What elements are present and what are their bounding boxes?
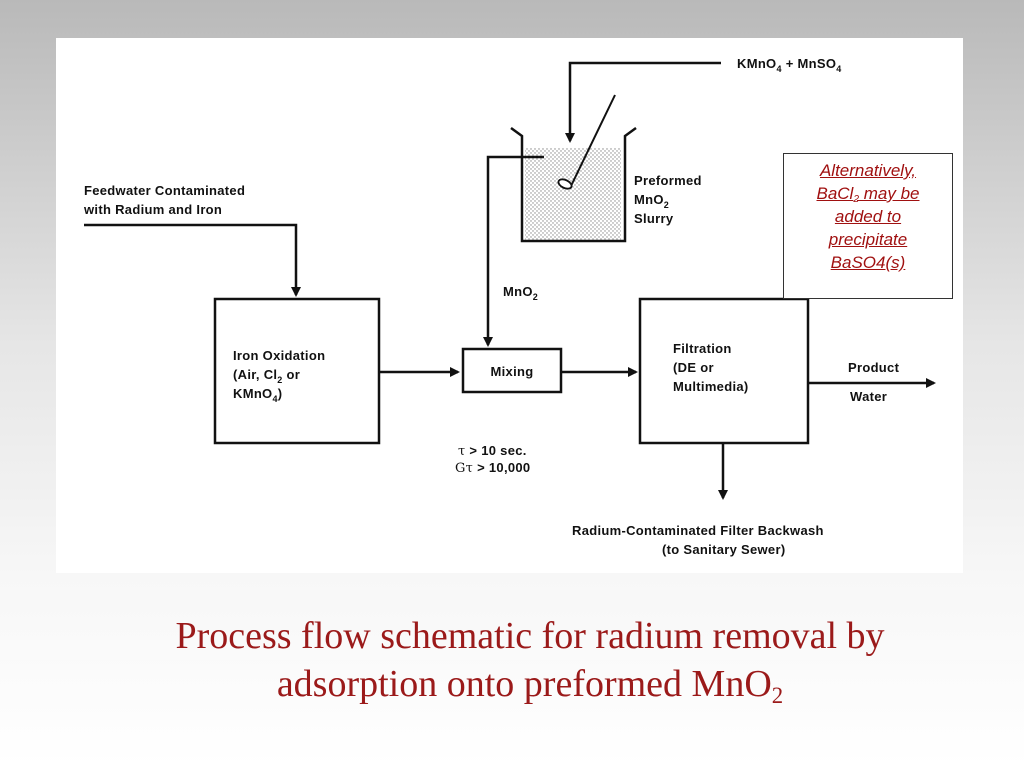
mixer-impeller — [557, 178, 573, 190]
filtration-box — [638, 297, 810, 445]
slurry-label: Preformed MnO2 Slurry — [634, 173, 706, 226]
note-line-2a: BaCl — [816, 184, 854, 203]
backwash-label: Radium-Contaminated Filter Backwash (to … — [572, 523, 828, 557]
filtration-label: Filtration (DE or Multimedia) — [673, 341, 749, 394]
bacl2-note: Alternatively, BaCl2 may be added to pre… — [783, 153, 953, 299]
iron-oxidation-box — [213, 297, 381, 445]
mixer-shaft — [570, 94, 616, 187]
note-line-2-sub: 2 — [853, 194, 860, 206]
water-label: Water — [850, 389, 887, 404]
reagent-feed-arrow — [565, 61, 721, 143]
caption-line-1: Process flow schematic for radium remova… — [175, 615, 885, 657]
slurry-tank — [510, 126, 637, 243]
product-label: Product — [848, 360, 900, 375]
process-flow-diagram: KMnO4 + MnSO4 Preformed MnO2 Slurry MnO2… — [83, 56, 936, 557]
g-tau-label: Gτ > 10,000 — [455, 460, 530, 476]
slurry-contents — [525, 148, 621, 240]
contact-time-label: τ > 10 sec. — [458, 443, 527, 459]
caption-line-2-sub: 2 — [771, 682, 784, 708]
note-line-5: BaSO4(s) — [830, 253, 906, 272]
diagram-panel: KMnO4 + MnSO4 Preformed MnO2 Slurry MnO2… — [56, 38, 963, 573]
mixing-label: Mixing — [491, 364, 534, 379]
iron-oxidation-label: Iron Oxidation (Air, Cl2 or KMnO4) — [233, 348, 329, 404]
note-line-1: Alternatively, — [819, 161, 917, 180]
reagent-label: KMnO4 + MnSO4 — [737, 56, 842, 74]
caption-line-2-text: adsorption onto preformed MnO — [276, 663, 772, 705]
note-line-4: precipitate — [828, 230, 908, 249]
caption-line-2: adsorption onto preformed MnO2 — [80, 660, 980, 708]
mixing-box — [461, 347, 563, 394]
slide-caption: Process flow schematic for radium remova… — [80, 612, 980, 708]
note-line-3: added to — [834, 207, 902, 226]
feedwater-label: Feedwater Contaminated with Radium and I… — [83, 183, 249, 217]
note-line-2b: may be — [859, 184, 920, 203]
mno2-feed-arrow — [483, 155, 544, 347]
feedwater-arrow — [84, 223, 301, 297]
mno2-label: MnO2 — [503, 284, 538, 302]
